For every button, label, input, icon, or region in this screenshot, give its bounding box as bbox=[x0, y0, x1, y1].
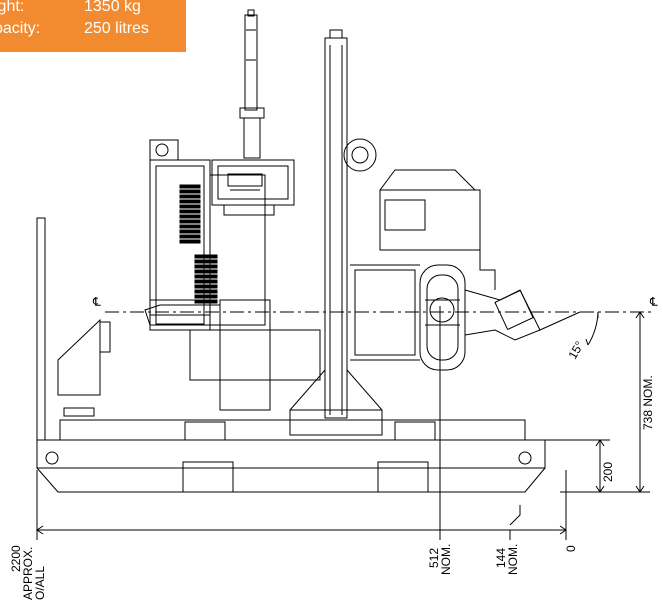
centerline-symbol-left: ℄ bbox=[92, 295, 101, 309]
grille-slat bbox=[179, 189, 201, 194]
grille-slat bbox=[194, 279, 218, 284]
grille-slat bbox=[179, 184, 201, 189]
grille-slat bbox=[194, 299, 218, 304]
grille-slat bbox=[179, 194, 201, 199]
pos-144-nom-label: NOM. bbox=[506, 544, 520, 575]
grille-slat bbox=[179, 209, 201, 214]
grille-slat bbox=[194, 274, 218, 279]
side-guard bbox=[36, 217, 101, 441]
centerline bbox=[105, 311, 655, 331]
overall-approx-label: APPROX. bbox=[21, 547, 35, 600]
zero-label: 0 bbox=[564, 545, 578, 552]
base-height-label: 200 bbox=[601, 462, 615, 482]
grille-slat bbox=[194, 284, 218, 289]
grille-slat bbox=[179, 219, 201, 224]
grille-slat bbox=[194, 269, 218, 274]
grille-slat bbox=[194, 259, 218, 264]
pump-housing bbox=[343, 138, 541, 371]
grille-slat bbox=[194, 294, 218, 299]
weight-value: 1350 kg bbox=[84, 0, 141, 15]
centerline-symbol-right: ℄ bbox=[649, 295, 658, 309]
pos-144-label: 144 bbox=[494, 548, 508, 568]
overall-length-label: 2200 bbox=[9, 545, 23, 572]
radiator-grille bbox=[179, 184, 218, 304]
capacity-value: 250 litres bbox=[84, 20, 149, 37]
exhaust-stack bbox=[239, 9, 265, 159]
dimension-lines bbox=[36, 306, 650, 540]
base-frame bbox=[36, 419, 546, 493]
grille-slat bbox=[179, 234, 201, 239]
pos-512-label: 512 bbox=[427, 548, 441, 568]
grille-slat bbox=[179, 214, 201, 219]
grille-slat bbox=[179, 204, 201, 209]
grille-slat bbox=[179, 229, 201, 234]
grille-slat bbox=[194, 264, 218, 269]
weight-label: ight: bbox=[0, 0, 25, 15]
capacity-label: pacity: bbox=[0, 20, 41, 37]
grille-slat bbox=[194, 254, 218, 259]
grille-slat bbox=[179, 224, 201, 229]
control-panel bbox=[211, 159, 295, 216]
frame-post bbox=[289, 29, 383, 436]
grille-slat bbox=[194, 289, 218, 294]
pos-512-nom-label: NOM. bbox=[439, 544, 453, 575]
engine-block bbox=[149, 139, 266, 331]
grille-slat bbox=[179, 199, 201, 204]
spec-panel: ight: 1350 kg pacity: 250 litres bbox=[0, 0, 186, 52]
angle-label: 15° bbox=[565, 339, 586, 362]
grille-slat bbox=[179, 239, 201, 244]
overall-oall-label: O/ALL bbox=[33, 566, 47, 600]
height-nom-label: 738 NOM. bbox=[641, 375, 655, 430]
